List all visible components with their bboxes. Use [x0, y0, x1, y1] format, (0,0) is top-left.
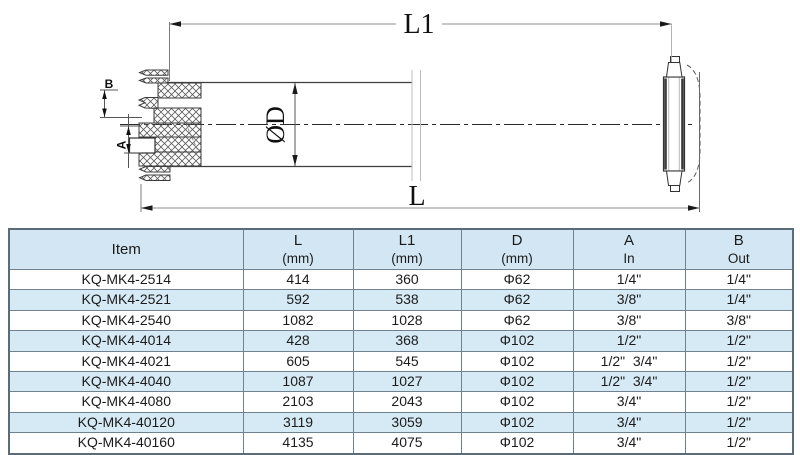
cell-item: KQ-MK4-4080 — [8, 391, 244, 413]
cell-d: Φ102 — [460, 432, 574, 455]
b-label: B — [105, 77, 114, 91]
cell-l1: 538 — [352, 289, 462, 311]
cell-item: KQ-MK4-2521 — [8, 289, 244, 311]
port-a-nipple — [138, 174, 171, 181]
table-row: KQ-MK4-40160 4135 4075 Φ102 3/4" 1/2" — [8, 432, 794, 455]
cell-l: 4135 — [242, 432, 354, 455]
cell-l: 605 — [242, 350, 354, 373]
cell-a: 3/4" — [572, 432, 686, 455]
cell-item: KQ-MK4-40120 — [8, 411, 244, 434]
cell-item: KQ-MK4-2540 — [8, 309, 244, 332]
cell-l: 414 — [242, 268, 354, 291]
side-nipple — [137, 97, 159, 110]
cell-l1: 368 — [352, 330, 462, 352]
cell-d: Φ102 — [460, 330, 574, 352]
col-header-l1: L1(mm) — [352, 228, 462, 270]
table-row: KQ-MK4-4021 605 545 Φ102 1/2" 3/4" 1/2" — [8, 350, 794, 373]
cell-a: 3/4" — [572, 391, 686, 413]
port-b-nipple — [138, 69, 169, 76]
cell-d: Φ102 — [460, 391, 574, 413]
a-label: A — [115, 140, 129, 149]
cell-a: 1/2" 3/4" — [572, 371, 686, 393]
cell-b: 1/4" — [684, 268, 794, 291]
cell-l: 592 — [242, 289, 354, 311]
cell-b: 1/2" — [684, 432, 794, 455]
col-header-l: L(mm) — [242, 228, 354, 270]
cell-item: KQ-MK4-4021 — [8, 350, 244, 373]
port-a-bore — [128, 137, 156, 154]
cell-l: 2103 — [242, 391, 354, 413]
cell-l1: 3059 — [352, 411, 462, 434]
cell-b: 1/2" — [684, 330, 794, 352]
cell-d: Φ62 — [460, 289, 574, 311]
table-row: KQ-MK4-2521 592 538 Φ62 3/8" 1/4" — [8, 289, 794, 311]
cell-b: 1/2" — [684, 350, 794, 373]
clamp-ring — [662, 76, 686, 172]
dimension-d: ØD — [261, 83, 298, 166]
l-label: L — [408, 181, 425, 212]
cell-l: 1082 — [242, 309, 354, 332]
cell-a: 3/8" — [572, 309, 686, 332]
table-row: KQ-MK4-4040 1087 1027 Φ102 1/2" 3/4" 1/2… — [8, 371, 794, 393]
l1-label: L1 — [403, 9, 434, 40]
cell-l1: 2043 — [352, 391, 462, 413]
cell-b: 3/8" — [684, 309, 794, 332]
cell-b: 1/2" — [684, 391, 794, 413]
table-row: KQ-MK4-4014 428 368 Φ102 1/2" 1/2" — [8, 330, 794, 352]
port-b-nipple — [138, 77, 169, 84]
cell-a: 3/4" — [572, 411, 686, 434]
cell-item: KQ-MK4-2514 — [8, 268, 244, 291]
cell-l: 3119 — [242, 411, 354, 434]
cell-l: 428 — [242, 330, 354, 352]
cell-d: Φ102 — [460, 411, 574, 434]
cell-a: 1/4" — [572, 268, 686, 291]
end-cap-hidden-outline — [686, 64, 701, 184]
clamp-bolt-lugs — [665, 56, 683, 192]
cell-l1: 1027 — [352, 371, 462, 393]
cell-d: Φ62 — [460, 309, 574, 332]
membrane-module-drawing: L1 L ØD B A — [100, 9, 701, 212]
cell-a: 3/8" — [572, 289, 686, 311]
cell-a: 1/2" 3/4" — [572, 350, 686, 373]
d-label: ØD — [261, 106, 290, 144]
table-row: KQ-MK4-2514 414 360 Φ62 1/4" 1/4" — [8, 268, 794, 291]
left-fitting-hatch — [137, 69, 202, 181]
cell-l1: 545 — [352, 350, 462, 373]
cell-b: 1/4" — [684, 289, 794, 311]
cell-l: 1087 — [242, 371, 354, 393]
col-header-d: D(mm) — [460, 228, 574, 270]
cell-b: 1/2" — [684, 371, 794, 393]
dimension-l: L — [140, 72, 700, 212]
cell-l1: 1028 — [352, 309, 462, 332]
cell-d: Φ102 — [460, 371, 574, 393]
cell-l1: 4075 — [352, 432, 462, 455]
table-row: KQ-MK4-2540 1082 1028 Φ62 3/8" 3/8" — [8, 309, 794, 332]
table-row: KQ-MK4-4080 2103 2043 Φ102 3/4" 1/2" — [8, 391, 794, 413]
cell-item: KQ-MK4-4040 — [8, 371, 244, 393]
dimension-a: A — [115, 114, 141, 168]
cell-b: 1/2" — [684, 411, 794, 434]
cell-d: Φ102 — [460, 350, 574, 373]
cell-d: Φ62 — [460, 268, 574, 291]
cell-l1: 360 — [352, 268, 462, 291]
cell-item: KQ-MK4-4014 — [8, 330, 244, 352]
table-row: KQ-MK4-40120 3119 3059 Φ102 3/4" 1/2" — [8, 411, 794, 434]
dimension-b: B — [100, 77, 142, 118]
cell-item: KQ-MK4-40160 — [8, 432, 244, 455]
dimension-l1: L1 — [169, 9, 672, 81]
port-a-nipple — [138, 166, 171, 173]
cell-a: 1/2" — [572, 330, 686, 352]
module-body-outline — [167, 81, 412, 168]
break-lines — [411, 70, 421, 181]
col-header-item: Item — [8, 228, 244, 270]
